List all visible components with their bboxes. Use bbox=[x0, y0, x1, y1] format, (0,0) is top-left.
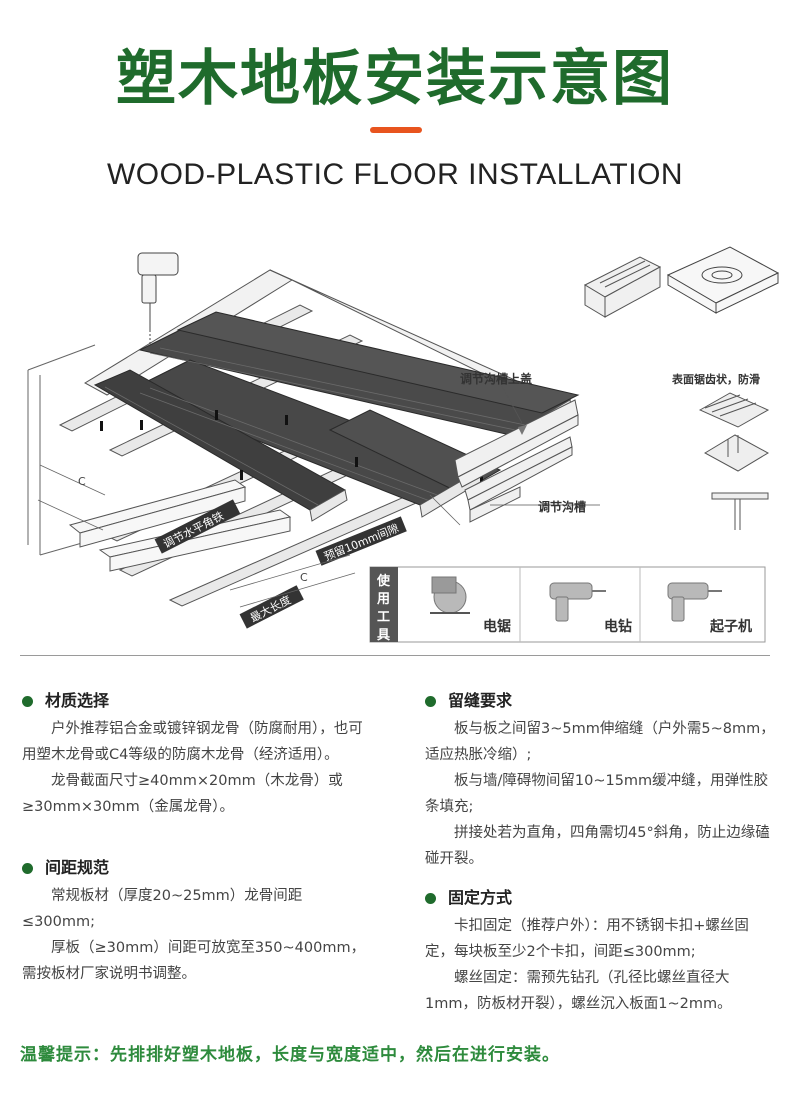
section-title: 间距规范 bbox=[45, 858, 110, 877]
section-paragraph: 拼接处若为直角，四角需切45°斜角，防止边缘磕碰开裂。 bbox=[425, 825, 770, 867]
section-paragraph: 户外推荐铝合金或镀锌钢龙骨（防腐耐用），也可用塑木龙骨或C4等级的防腐木龙骨（经… bbox=[22, 721, 363, 763]
serrated-surface-icon bbox=[698, 392, 770, 530]
page-subtitle: WOOD-PLASTIC FLOOR INSTALLATION bbox=[106, 158, 684, 191]
section-paragraph: 龙骨截面尺寸≥40mm×20mm（木龙骨）或≥30mm×30mm（金属龙骨）。 bbox=[22, 773, 343, 815]
wood-grain-board-icon bbox=[666, 246, 780, 314]
circular-saw-icon bbox=[430, 576, 470, 614]
electric-drill-icon bbox=[549, 582, 606, 622]
tool-name-drill: 电钻 bbox=[604, 618, 632, 635]
bullet-dot-icon bbox=[22, 862, 33, 874]
section-paragraph: 卡扣固定（推荐户外）：用不锈钢卡扣+螺丝固定，每块板至少2个卡扣，间距≤300m… bbox=[425, 918, 749, 960]
tool-name-saw: 电锯 bbox=[483, 618, 511, 635]
section-spacing: 间距规范 常规板材（厚度20~25mm）龙骨间距≤300mm; 厚板（≥30mm… bbox=[22, 853, 372, 987]
screwdriver-drill-icon bbox=[667, 582, 722, 622]
board-grooves bbox=[104, 347, 531, 506]
section-title: 材质选择 bbox=[45, 691, 110, 710]
dimension-lines bbox=[37, 464, 461, 608]
dimension-c-bottom: C bbox=[300, 571, 308, 584]
surface-note-label: 表面锯齿状，防滑 bbox=[671, 372, 760, 386]
tool-name-screwdriver: 起子机 bbox=[709, 618, 752, 635]
section-divider bbox=[20, 655, 770, 656]
deck-boards bbox=[93, 311, 580, 511]
section-paragraph: 板与墙/障碍物间留10~15mm缓冲缝，用弹性胶条填充; bbox=[425, 773, 769, 815]
installation-diagram: 调节沟槽上盖 调节沟槽 调节水平角铁 预留10mm间隙 最大长度 C C bbox=[27, 246, 780, 643]
page-title: 塑木地板安装示意图 bbox=[116, 44, 674, 114]
edge-profile bbox=[454, 399, 579, 523]
groove-cover-label: 调节沟槽上盖 bbox=[460, 371, 532, 386]
bullet-dot-icon bbox=[425, 892, 436, 904]
warm-tip: 温馨提示：先排排好塑木地板，长度与宽度适中，然后在进行安装。 bbox=[20, 1045, 560, 1065]
tools-heading: 使 用 工 具 bbox=[376, 573, 395, 643]
dimension-c-left: C bbox=[78, 475, 86, 488]
section-paragraph: 板与板之间留3~5mm伸缩缝（户外需5~8mm，适应热胀冷缩）; bbox=[425, 721, 775, 763]
tools-panel: 使 用 工 具 电锯 电钻 起子机 bbox=[369, 566, 766, 643]
max-length-tag: 最大长度 bbox=[239, 585, 304, 629]
deck-board bbox=[176, 311, 580, 414]
section-gap: 留缝要求 板与板之间留3~5mm伸缩缝（户外需5~8mm，适应热胀冷缩）; 板与… bbox=[425, 686, 775, 872]
bullet-dot-icon bbox=[22, 695, 33, 707]
section-paragraph: 螺丝固定：需预先钻孔（孔径比螺丝直径大1mm，防板材开裂），螺丝沉入板面1~2m… bbox=[425, 970, 732, 1012]
section-paragraph: 厚板（≥30mm）间距可放宽至350~400mm，需按板材厂家说明书调整。 bbox=[22, 940, 366, 982]
groove-label: 调节沟槽 bbox=[538, 499, 586, 514]
section-paragraph: 常规板材（厚度20~25mm）龙骨间距≤300mm; bbox=[22, 888, 303, 930]
section-title: 留缝要求 bbox=[448, 691, 513, 710]
section-fixing: 固定方式 卡扣固定（推荐户外）：用不锈钢卡扣+螺丝固定，每块板至少2个卡扣，间距… bbox=[425, 883, 775, 1017]
section-material: 材质选择 户外推荐铝合金或镀锌钢龙骨（防腐耐用），也可用塑木龙骨或C4等级的防腐… bbox=[22, 686, 372, 820]
profile-grooves-icon bbox=[583, 256, 662, 318]
title-accent-bar bbox=[370, 127, 422, 133]
hand-drill-icon bbox=[137, 252, 179, 345]
bullet-dot-icon bbox=[425, 695, 436, 707]
section-title: 固定方式 bbox=[448, 888, 513, 907]
